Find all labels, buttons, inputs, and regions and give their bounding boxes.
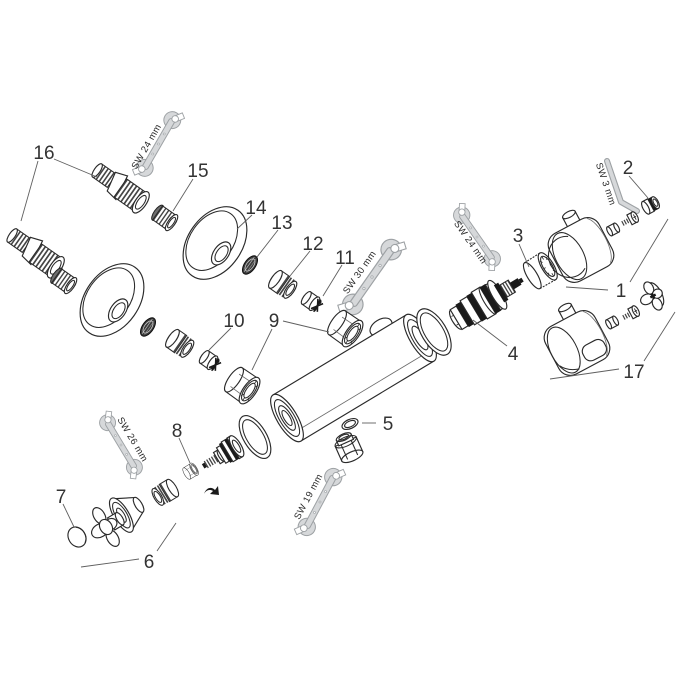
part-4-thermostat-cartridge <box>448 277 524 331</box>
part-label-15: 15 <box>187 161 208 182</box>
tool-size-labels: SW 24 mm SW 30 mm SW 24 mm SW 26 mm SW 1… <box>115 122 618 521</box>
part-13-sieve-lower <box>136 314 160 340</box>
part-9-union-nut-lower <box>220 363 265 408</box>
leader-lines <box>20 158 676 568</box>
part-12-adapter-upper <box>266 269 299 301</box>
part-3-ring-nut <box>522 252 558 290</box>
part-label-3: 3 <box>513 226 524 247</box>
oring-body-left <box>238 415 272 459</box>
part-label-1: 1 <box>616 281 627 302</box>
part-label-2: 2 <box>623 158 634 179</box>
rotation-arrow-glyph <box>204 486 219 495</box>
part-11-check-valve-upper <box>298 288 326 316</box>
part-number-labels: 1 2 3 4 5 6 7 8 9 10 11 12 13 14 15 16 1… <box>33 143 644 573</box>
part-label-14: 14 <box>245 198 267 219</box>
part-label-11: 11 <box>335 248 355 269</box>
part-label-13: 13 <box>271 213 292 234</box>
part-1-screw <box>621 211 640 226</box>
part-10-check-valve-lower <box>196 347 224 375</box>
tools-layer <box>93 104 640 543</box>
part-8-shutoff-valve <box>201 435 245 469</box>
part-1-hex-plug <box>606 222 621 237</box>
allen-key-sw3-icon <box>604 158 640 214</box>
part-label-10: 10 <box>223 311 244 332</box>
part-6-cross-handle <box>91 507 125 547</box>
wrench-sw24-right-icon <box>446 200 508 274</box>
part-label-9: 9 <box>269 311 280 332</box>
part-12-adapter-lower <box>163 328 196 360</box>
part-label-5: 5 <box>383 414 394 435</box>
oring-body-right <box>416 308 452 356</box>
part-17-handle <box>543 302 611 376</box>
part-7-cap <box>67 526 87 548</box>
part-label-12: 12 <box>302 234 323 255</box>
part-label-17: 17 <box>623 362 644 383</box>
part-1-handle <box>547 209 615 283</box>
outlet-nipple <box>334 432 364 464</box>
part-label-8: 8 <box>172 421 183 442</box>
part-label-16: 16 <box>33 143 54 164</box>
part-6-sleeve <box>149 478 180 508</box>
part-8-nut <box>180 461 201 482</box>
part-5-o-ring <box>341 417 359 431</box>
part-17-hex-plug <box>605 315 620 330</box>
part-label-6: 6 <box>144 552 155 573</box>
part-2-cap <box>641 196 661 215</box>
part-17-cross-knob <box>640 281 665 311</box>
part-17-screw <box>622 305 641 320</box>
part-label-4: 4 <box>508 344 519 365</box>
mixer-body <box>270 313 437 443</box>
part-label-7: 7 <box>56 487 67 508</box>
wrench-sw30-icon <box>334 230 410 324</box>
